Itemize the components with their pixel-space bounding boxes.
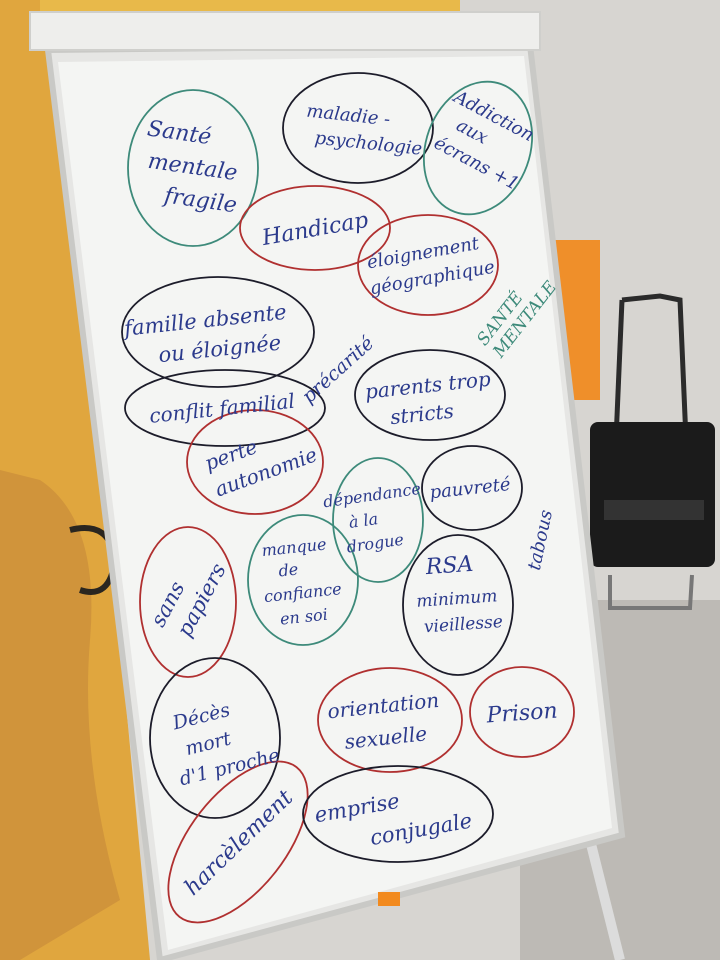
circle-pauvrete (421, 445, 523, 531)
circle-orientation (317, 667, 463, 773)
circle-addiction (422, 80, 534, 216)
circle-handicap (239, 185, 391, 271)
circle-rsa (402, 534, 514, 676)
shopping-trolley (590, 293, 715, 610)
circle-sante-mentale (127, 89, 259, 247)
clip-bar (29, 11, 541, 51)
circle-deces (149, 657, 281, 819)
word-prison: Prison (485, 699, 559, 729)
circle-maladie (282, 72, 434, 184)
circle-parents (354, 349, 506, 441)
circle-dependance (332, 457, 424, 583)
circle-eloignement (357, 214, 499, 316)
circle-conflit (124, 369, 326, 447)
circle-sans-papiers (139, 526, 237, 678)
circle-perte (186, 409, 324, 515)
marker-tray-clip (378, 892, 400, 906)
circle-harcelement (167, 760, 309, 924)
circle-famille (121, 276, 315, 388)
circle-confiance (247, 514, 359, 646)
circle-emprise (302, 765, 494, 863)
circle-prison (469, 666, 575, 758)
